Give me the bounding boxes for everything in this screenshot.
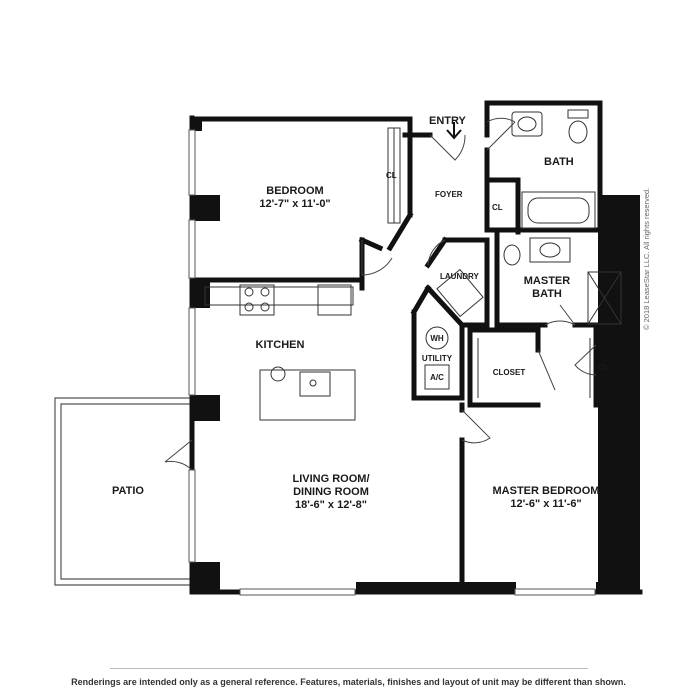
bedroom-closet-label: CL [386, 171, 397, 180]
footer-divider [110, 668, 588, 669]
ac-label: A/C [430, 373, 444, 382]
bedroom-size: 12'-7" x 11'-0" [259, 198, 330, 210]
master-bath-label-line2: BATH [532, 288, 562, 300]
windows [188, 129, 596, 596]
kitchen-label: KITCHEN [256, 339, 305, 351]
foyer-closet-label: CL [492, 203, 503, 212]
patio-label: PATIO [112, 485, 144, 497]
patio-outline [54, 397, 190, 586]
closet-label: CLOSET [493, 368, 526, 377]
fixtures [204, 109, 622, 421]
master-bedroom-size: 12'-6" x 11'-6" [510, 498, 581, 510]
entry-arrow-icon [446, 122, 462, 140]
disclaimer-text: Renderings are intended only as a genera… [71, 677, 626, 687]
door-swings [164, 117, 597, 471]
laundry-label: LAUNDRY [440, 272, 479, 281]
living-size: 18'-6" x 12'-8" [295, 499, 367, 511]
bedroom-label: BEDROOM [266, 185, 323, 197]
living-label-line2: DINING ROOM [293, 486, 369, 498]
living-label-line1: LIVING ROOM/ [293, 473, 370, 485]
copyright-notice: © 2018 LeaseStar LLC. All rights reserve… [642, 187, 651, 330]
entry-label: ENTRY [429, 115, 467, 127]
master-bath-label-line1: MASTER [524, 275, 571, 287]
water-heater-label: WH [430, 334, 444, 343]
utility-label: UTILITY [422, 354, 453, 363]
bath-label: BATH [544, 156, 574, 168]
master-bedroom-label: MASTER BEDROOM [493, 485, 600, 497]
room-labels: ENTRY BATH FOYER BEDROOM 12'-7" x 11'-0"… [112, 115, 609, 511]
foyer-label: FOYER [435, 190, 463, 199]
master-closet-label: CL [598, 363, 609, 372]
exterior-walls [190, 117, 640, 594]
